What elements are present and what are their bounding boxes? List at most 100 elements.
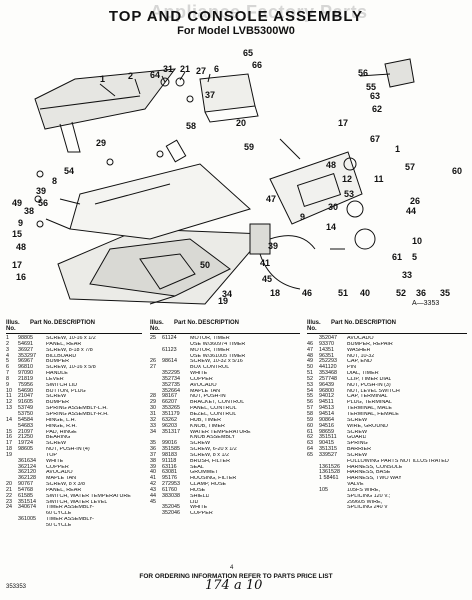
part-number: 54768 bbox=[18, 486, 33, 493]
part-description: SCREW bbox=[190, 441, 211, 447]
part-callout: 19 bbox=[218, 296, 228, 306]
handwritten-note: 174 a 10 bbox=[205, 578, 263, 593]
part-callout: 11 bbox=[374, 174, 384, 184]
part-callout: 30 bbox=[328, 202, 338, 212]
part-callout: 2 bbox=[128, 71, 133, 81]
header-part-no: Part No. bbox=[30, 320, 54, 326]
part-callout: 46 bbox=[302, 288, 312, 298]
illus-number: 1 bbox=[6, 335, 9, 341]
illus-number: 5 bbox=[6, 358, 9, 365]
part-callout: 65 bbox=[243, 48, 253, 58]
part-description: SEAL bbox=[190, 464, 204, 470]
part-number: 95176 bbox=[162, 475, 177, 482]
parts-row: 60 CYCLE bbox=[6, 511, 142, 517]
part-description: HANDLE bbox=[46, 371, 68, 377]
part-description: BUMPER bbox=[46, 400, 70, 406]
part-number: 361634 bbox=[18, 457, 36, 464]
illus-number: 23 bbox=[6, 498, 12, 505]
illus-number: 57 bbox=[307, 405, 313, 412]
part-description: SWITCH, WATER LEVEL bbox=[46, 499, 108, 505]
part-callout: 20 bbox=[236, 118, 246, 128]
part-description: TIMER ASSEMBLY- bbox=[46, 505, 94, 511]
part-number: 352046 bbox=[162, 510, 180, 517]
part-description: MAPLE TAN bbox=[190, 388, 221, 394]
part-number: 351315 bbox=[319, 446, 337, 453]
part-description: PANEL, REAR bbox=[46, 487, 82, 493]
part-description: HARNESS, CONSOLE bbox=[347, 464, 403, 470]
part-number: 1361526 bbox=[319, 463, 340, 470]
part-callout: 37 bbox=[205, 90, 215, 100]
illus-number: 7 bbox=[6, 370, 9, 377]
part-callout: 52 bbox=[396, 288, 406, 298]
part-callout: 64 bbox=[150, 70, 160, 80]
part-description: AVOCADO bbox=[46, 470, 73, 476]
parts-row: SPLICING 120 V.; bbox=[307, 494, 467, 500]
illus-number: 38 bbox=[150, 457, 156, 464]
part-callout: 15 bbox=[12, 229, 22, 239]
part-number: 94513 bbox=[319, 405, 334, 412]
part-description: HUB, TIMER bbox=[190, 417, 222, 423]
part-description: BUMPER, REPAIR bbox=[347, 341, 393, 347]
illus-number: 37 bbox=[150, 451, 156, 458]
illus-number: 39 bbox=[150, 463, 156, 470]
part-description: SPLICING 120 V.; bbox=[347, 493, 391, 499]
part-callout: 5 bbox=[412, 252, 417, 262]
part-number: 97090 bbox=[18, 370, 33, 377]
parts-header: Illus. No. Part No. DESCRIPTION bbox=[150, 320, 300, 334]
part-description: NUT, 10-32 bbox=[347, 353, 375, 359]
part-callout: 8 bbox=[52, 176, 57, 186]
part-callout: 17 bbox=[338, 118, 348, 128]
part-callout: 39 bbox=[36, 186, 46, 196]
illus-number: 51 bbox=[307, 370, 313, 377]
part-number: 96967 bbox=[18, 358, 33, 365]
illus-number: 35 bbox=[150, 440, 156, 447]
part-description: SCREW bbox=[46, 394, 67, 400]
part-number: 61123 bbox=[162, 346, 177, 353]
parts-row: 50 CYCLE bbox=[6, 523, 142, 529]
part-description: SCREW bbox=[46, 441, 67, 447]
part-number: 21047 bbox=[18, 393, 33, 400]
part-callout: 40 bbox=[360, 288, 370, 298]
part-description: SWITCH LID bbox=[46, 382, 78, 388]
parts-row: 1361526 HARNESS, CONSOLE bbox=[307, 463, 467, 471]
illus-number: 13 bbox=[6, 405, 12, 412]
part-description: SCREW, 10-16 x 1/2 bbox=[46, 336, 96, 341]
part-number: 63081 bbox=[162, 469, 177, 476]
header-illus-no: Illus. No. bbox=[150, 320, 164, 332]
part-number: 352735 bbox=[162, 381, 180, 388]
part-description: HOUSING, FILTER bbox=[190, 476, 237, 482]
part-number: 53749 bbox=[18, 405, 33, 412]
part-description: PLUG, TERMINAL bbox=[347, 400, 392, 406]
part-description: WASHER bbox=[347, 347, 371, 353]
part-number: 54690 bbox=[18, 387, 33, 394]
part-number: 98605 bbox=[18, 446, 33, 453]
illus-number: 53 bbox=[307, 381, 313, 388]
illus-number: 16 bbox=[6, 434, 12, 441]
